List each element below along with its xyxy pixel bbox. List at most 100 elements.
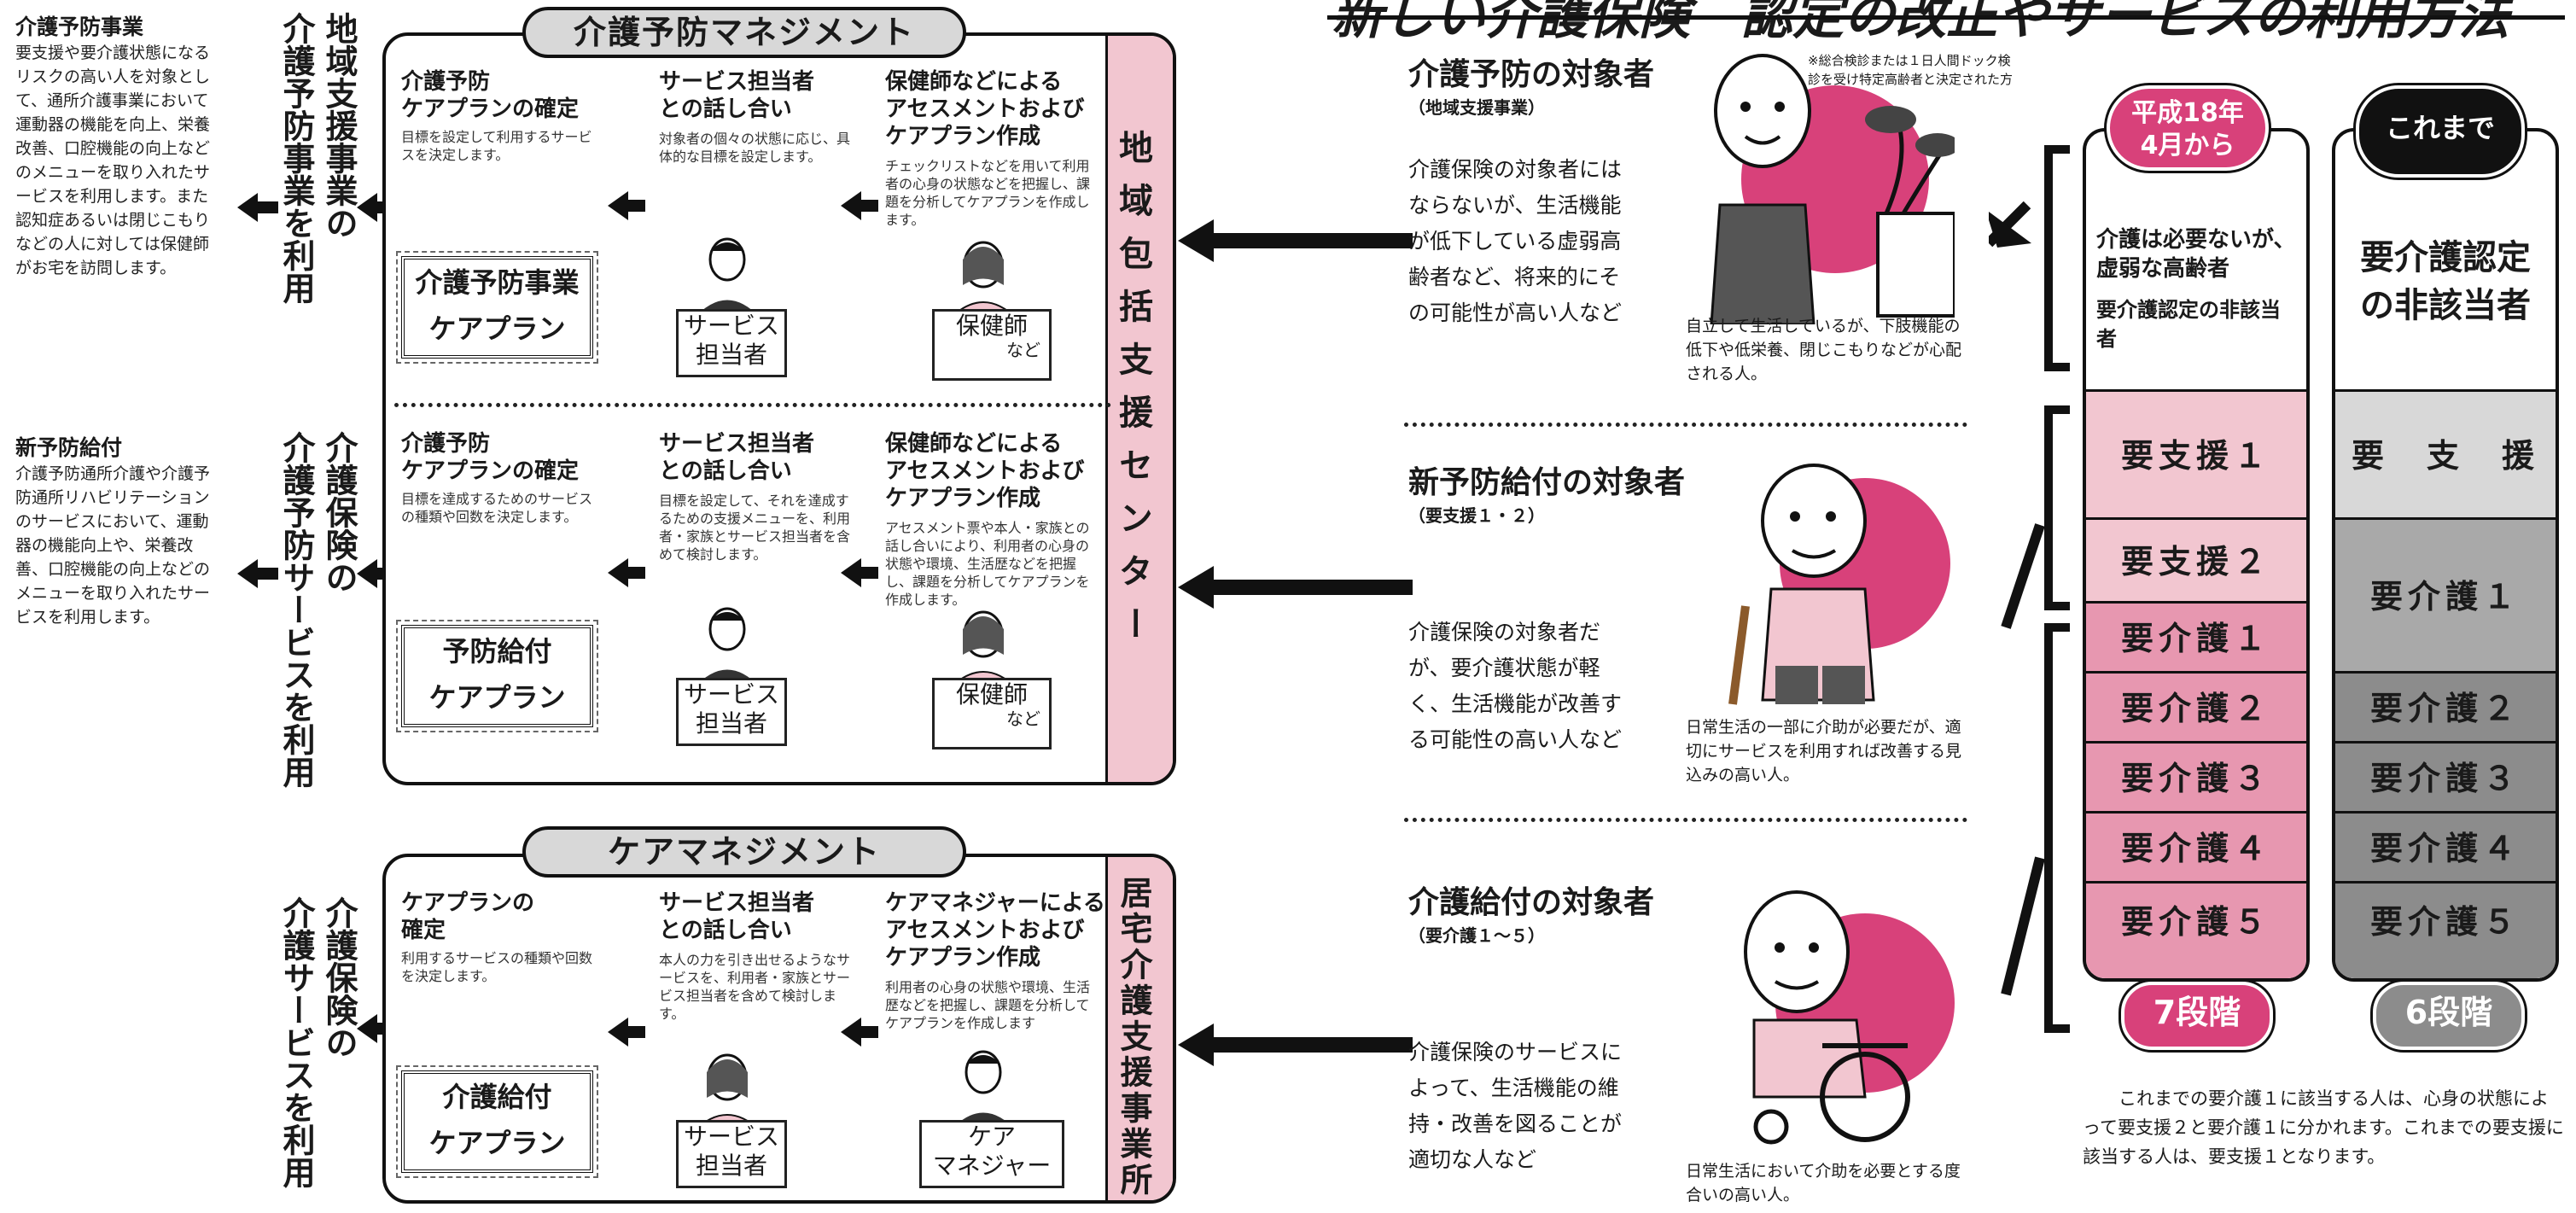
vertical-heading-1a: 地域支援事業の bbox=[320, 12, 358, 239]
new-top-frail: 介護は必要ないが、虚弱な高齢者 bbox=[2096, 227, 2296, 282]
nurse-person-icon bbox=[947, 241, 1019, 319]
plan-card-benefit: 予防給付 ケアプラン bbox=[396, 620, 598, 732]
new-level-cell: 要介護４ bbox=[2086, 814, 2306, 884]
target-care-benefit-sub: （要介護１〜５） bbox=[1408, 925, 1545, 946]
prevention-project-section: 介護予防事業 要支援や要介護状態になるリスクの高い人を対象として、通所介護事業に… bbox=[15, 10, 220, 280]
nurse-sign: 保健師 など bbox=[932, 309, 1052, 381]
nurse-sign-line1: 保健師 bbox=[955, 680, 1028, 709]
prevention-management-panel: 地域包括支援センター 介護予防 ケアプランの確定 目標を設定して利用するサービス… bbox=[382, 32, 1176, 785]
new-benefit-section: 新予防給付 介護予防通所介護や介護予防通所リハビリテーションのサービスにおいて、… bbox=[15, 431, 220, 629]
new-level-cell: 要支援１ bbox=[2086, 392, 2306, 520]
nurse-sign: 保健師 など bbox=[932, 678, 1052, 749]
prevention-project-body: 要支援や要介護状態になるリスクの高い人を対象として、通所介護事業において運動器の… bbox=[15, 44, 211, 277]
target-prevention-sub: （地域支援事業） bbox=[1408, 97, 1545, 118]
plan-card-prevention: 介護予防事業 ケアプラン bbox=[396, 251, 598, 364]
step-plan-confirm-2-desc: 目標を達成するためのサービスの種類や回数を決定します。 bbox=[401, 491, 593, 525]
prevention-project-title: 介護予防事業 bbox=[15, 15, 144, 39]
step-staff-meeting-care: サービス担当者 との話し合い bbox=[659, 890, 815, 943]
new-benefit-body: 介護予防通所介護や介護予防通所リハビリテーションのサービスにおいて、運動器の機能… bbox=[15, 464, 211, 627]
elderly-with-cane-illustration bbox=[1728, 464, 1950, 705]
step-assessment-2: 保健師などによる アセスメントおよび ケアプラン作成 bbox=[885, 431, 1085, 511]
step-plan-confirm-desc: 目標を設定して利用するサービスを決定します。 bbox=[401, 129, 592, 163]
vertical-heading-3a: 介護保険の bbox=[320, 896, 358, 1058]
target-prevention-heading: 介護予防の対象者 bbox=[1408, 57, 1655, 92]
section-divider bbox=[1404, 818, 1967, 822]
new-benefit-title: 新予防給付 bbox=[15, 435, 123, 460]
target-prevention-desc: 介護保険の対象者にはならないが、生活機能が低下している虚弱高齢者など、将来的にそ… bbox=[1408, 157, 1623, 325]
new-level-count: 7段階 bbox=[2121, 982, 2273, 1050]
plan-card-line1: 介護給付 bbox=[442, 1081, 552, 1113]
old-levels-top: 要介護認定 の非該当者 bbox=[2335, 131, 2556, 392]
home-care-sidebar bbox=[1105, 857, 1173, 1200]
arrow-left-icon bbox=[237, 193, 278, 222]
target-new-benefit-heading: 新予防給付の対象者 bbox=[1408, 465, 1686, 500]
target-new-benefit-sub: （要支援１・２） bbox=[1408, 505, 1545, 526]
step-plan-confirm-2: 介護予防 ケアプランの確定 bbox=[401, 431, 580, 484]
new-level-cell: 要介護２ bbox=[2086, 674, 2306, 744]
target-care-benefit-heading: 介護給付の対象者 bbox=[1408, 885, 1655, 920]
home-care-label: 居宅介護支援事業所 bbox=[1115, 876, 1152, 1198]
levels-footnote: これまでの要介護１に該当する人は、心身の状態によって要支援２と要介護１に分かれま… bbox=[2083, 1088, 2564, 1167]
old-level-cell: 要介護２ bbox=[2335, 674, 2556, 744]
step-plan-confirm-care: ケアプランの 確定 bbox=[401, 890, 535, 943]
old-level-cell: 要介護３ bbox=[2335, 744, 2556, 814]
arrow-left-icon bbox=[841, 191, 878, 220]
title-underline bbox=[1327, 15, 2565, 20]
step-plan-confirm: 介護予防 ケアプランの確定 bbox=[401, 69, 580, 122]
step-staff-meeting-2: サービス担当者 との話し合い bbox=[659, 431, 815, 484]
nurse-sign-line2: など bbox=[1006, 340, 1040, 360]
staff-sign: サービス 担当者 bbox=[676, 678, 787, 746]
plan-card-line1: 予防給付 bbox=[442, 635, 552, 668]
step-assessment: 保健師などによる アセスメントおよび ケアプラン作成 bbox=[885, 69, 1085, 149]
arrow-left-icon bbox=[608, 1018, 645, 1047]
regional-center-sidebar bbox=[1105, 36, 1173, 782]
elderly-wheelchair-illustration bbox=[1744, 890, 1955, 1145]
step-assessment-2-desc: アセスメント票や本人・家族との話し合いにより、利用者の心身の状態や環境、生活歴な… bbox=[885, 520, 1090, 608]
target-care-benefit-caption: 日常生活において介助を必要とする度合いの高い人。 bbox=[1686, 1162, 1961, 1204]
arrow-left-icon bbox=[608, 191, 645, 220]
step-staff-meeting-2-desc: 目標を設定して、それを達成するための支援メニューを、利用者・家族とサービス担当者… bbox=[659, 493, 851, 563]
staff-person-icon bbox=[691, 1053, 763, 1132]
step-assessment-care-desc: 利用者の心身の状態や環境、生活歴などを把握し、課題を分析してケアプランを作成しま… bbox=[885, 979, 1091, 1031]
care-management-panel: 居宅介護支援事業所 ケアプランの 確定 利用するサービスの種類や回数を決定します… bbox=[382, 854, 1176, 1204]
new-top-nonqualified: 要介護認定の非該当者 bbox=[2096, 298, 2281, 351]
new-level-cell: 要介護１ bbox=[2086, 604, 2306, 674]
staff-person-icon bbox=[693, 237, 761, 319]
arrow-left-icon bbox=[1178, 219, 1413, 262]
old-top-nonqualified: 要介護認定 の非該当者 bbox=[2360, 238, 2531, 325]
arrow-left-icon bbox=[608, 558, 645, 587]
staff-sign: サービス 担当者 bbox=[676, 1120, 787, 1188]
arrow-left-icon bbox=[1178, 1023, 1413, 1066]
arrow-left-icon bbox=[1178, 566, 1413, 609]
row-divider bbox=[394, 403, 1111, 407]
plan-card-line2: ケアプラン bbox=[428, 1127, 566, 1159]
staff-person-icon bbox=[693, 607, 761, 689]
plan-card-line2: ケアプラン bbox=[428, 681, 566, 714]
step-staff-meeting-care-desc: 本人の力を引き出せるようなサービスを、利用者・家族とサービス担当者を含めて検討し… bbox=[659, 952, 851, 1022]
arrow-left-icon bbox=[841, 1018, 878, 1047]
elderly-gardening-illustration bbox=[1710, 54, 1955, 324]
target-new-benefit-caption: 日常生活の一部に介助が必要だが、適切にサービスを利用すれば改善する見込みの高い人… bbox=[1686, 718, 1962, 784]
target-care-benefit-desc: 介護保険のサービスによって、生活機能の維持・改善を図ることが適切な人など bbox=[1408, 1040, 1623, 1172]
plan-card-line2: ケアプラン bbox=[428, 312, 566, 345]
new-system-badge: 平成18年 4月から bbox=[2107, 85, 2269, 171]
section-divider bbox=[1404, 423, 1967, 427]
care-manager-sign: ケア マネジャー bbox=[919, 1120, 1064, 1188]
vertical-heading-3b: 介護サービスを利用 bbox=[277, 896, 316, 1188]
old-level-cell: 要 支 援 bbox=[2335, 392, 2556, 520]
arrow-left-icon bbox=[237, 559, 278, 588]
new-level-cell: 要支援２ bbox=[2086, 520, 2306, 604]
nurse-person-icon bbox=[947, 610, 1019, 689]
page-title: 新しい介護保険 認定の改正やサービスの利用方法 bbox=[1332, 0, 2509, 46]
new-level-cell: 要介護５ bbox=[2086, 884, 2306, 978]
step-assessment-desc: チェックリストなどを用いて利用者の心身の状態などを把握し、課題を分析してケアプラ… bbox=[885, 158, 1091, 228]
step-staff-meeting-desc: 対象者の個々の状態に応じ、具体的な目標を設定します。 bbox=[659, 131, 851, 165]
nurse-sign-line2: など bbox=[1006, 709, 1040, 729]
old-level-cell: 要介護４ bbox=[2335, 814, 2556, 884]
step-assessment-care: ケアマネジャーによる アセスメントおよび ケアプラン作成 bbox=[885, 890, 1105, 971]
bracket-connector bbox=[1989, 145, 2070, 1033]
